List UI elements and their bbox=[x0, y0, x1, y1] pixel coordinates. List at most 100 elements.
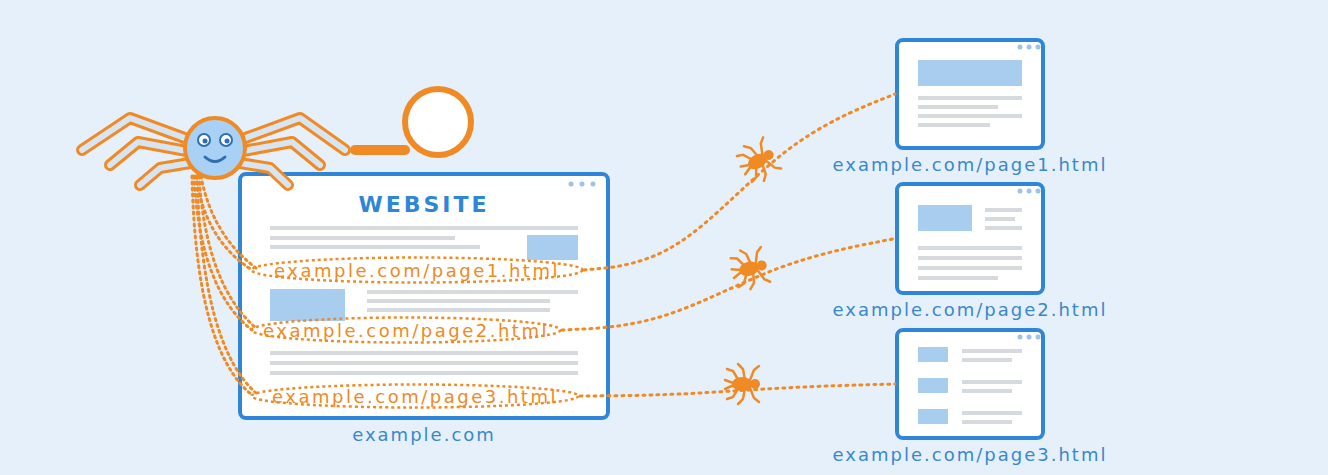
text-line bbox=[985, 217, 1015, 221]
window-dot bbox=[1018, 45, 1023, 50]
text-line bbox=[270, 371, 578, 375]
leg-fill bbox=[140, 162, 196, 185]
leader-line bbox=[194, 176, 252, 330]
text-line bbox=[270, 236, 455, 240]
ellipse-outline-shape bbox=[252, 258, 583, 283]
text-line bbox=[270, 351, 578, 355]
link-url: example.com/page2.html bbox=[263, 320, 549, 341]
text-line bbox=[270, 226, 578, 230]
window-dot bbox=[1018, 335, 1023, 340]
crawler-eye bbox=[198, 134, 210, 146]
leader-line bbox=[192, 176, 252, 395]
window-dot bbox=[569, 182, 574, 187]
page-url: example.com/page1.html bbox=[833, 154, 1108, 175]
leg-fill bbox=[82, 118, 190, 150]
leader-line bbox=[196, 176, 252, 270]
page3-illustration bbox=[895, 328, 1045, 440]
crawler-eye bbox=[220, 134, 232, 146]
page-url: example.com/page2.html bbox=[833, 299, 1108, 320]
crawler-pupil bbox=[225, 139, 230, 144]
text-line bbox=[918, 246, 1022, 250]
leg-outline bbox=[238, 142, 320, 165]
leg-fill bbox=[240, 118, 345, 150]
window-dot bbox=[1027, 45, 1032, 50]
page-window: example.com/page3.html bbox=[895, 328, 1045, 440]
text-line bbox=[962, 358, 1012, 362]
page-url: example.com/page3.html bbox=[833, 444, 1108, 465]
leader-line bbox=[201, 176, 256, 268]
leg-outline bbox=[140, 162, 196, 185]
website-heading: WEBSITE bbox=[242, 192, 606, 217]
leader-line bbox=[199, 176, 256, 328]
image-block bbox=[918, 378, 948, 393]
text-line bbox=[962, 380, 1022, 384]
image-block bbox=[918, 60, 1022, 86]
window-dot bbox=[1027, 335, 1032, 340]
link-ellipse: example.com/page1.html bbox=[250, 256, 584, 284]
crawler-robot bbox=[82, 89, 471, 185]
crawl-connector bbox=[580, 384, 895, 396]
leg-outline bbox=[234, 162, 288, 185]
image-block bbox=[918, 205, 972, 231]
text-line bbox=[962, 411, 1022, 415]
text-line bbox=[918, 276, 998, 280]
text-line bbox=[918, 266, 1022, 270]
page2-illustration bbox=[895, 182, 1045, 295]
window-dot bbox=[1027, 189, 1032, 194]
text-line bbox=[270, 245, 480, 249]
magnifier-handle bbox=[355, 145, 405, 155]
spider-icon bbox=[733, 135, 783, 187]
website-illustration bbox=[238, 172, 610, 420]
text-line bbox=[367, 290, 578, 294]
website-fill bbox=[238, 172, 610, 420]
window-dot bbox=[1036, 45, 1041, 50]
domain-label: example.com bbox=[352, 424, 496, 445]
text-line bbox=[962, 389, 1012, 393]
page1-illustration bbox=[895, 38, 1045, 150]
image-block bbox=[270, 289, 345, 321]
leader-line bbox=[197, 176, 256, 393]
ellipse-outline-shape bbox=[252, 318, 561, 343]
page-window: example.com/page2.html bbox=[895, 182, 1045, 295]
ellipse-outline-shape bbox=[252, 385, 579, 408]
text-line bbox=[918, 256, 1022, 260]
text-line bbox=[918, 123, 990, 127]
window-dot bbox=[1018, 189, 1023, 194]
crawl-connector bbox=[584, 94, 895, 270]
link-ellipse: example.com/page2.html bbox=[250, 316, 562, 344]
spider-icon bbox=[728, 245, 772, 293]
window-dot bbox=[1036, 189, 1041, 194]
crawl-connector bbox=[562, 239, 895, 331]
text-line bbox=[367, 308, 550, 312]
text-line bbox=[962, 420, 1012, 424]
link-url: example.com/page3.html bbox=[272, 386, 558, 407]
spider-icon bbox=[725, 364, 760, 404]
image-block bbox=[918, 347, 948, 362]
crawler-legs bbox=[82, 118, 345, 185]
text-line bbox=[918, 105, 998, 109]
text-line bbox=[985, 208, 1022, 212]
image-block bbox=[918, 409, 948, 424]
link-ellipse: example.com/page3.html bbox=[250, 383, 580, 409]
website-window: WEBSITEexample.comexample.com/page1.html… bbox=[238, 172, 610, 420]
magnifier-lens bbox=[405, 89, 471, 155]
leg-outline bbox=[240, 118, 345, 150]
window-dot bbox=[591, 182, 596, 187]
leg-fill bbox=[238, 142, 320, 165]
crawler-smile bbox=[205, 157, 225, 162]
text-line bbox=[985, 226, 1022, 230]
window-dot bbox=[1036, 335, 1041, 340]
text-line bbox=[367, 299, 550, 303]
text-line bbox=[918, 96, 1022, 100]
leg-fill bbox=[234, 162, 288, 185]
text-line bbox=[962, 349, 1022, 353]
text-line bbox=[270, 361, 578, 365]
leg-fill bbox=[110, 142, 192, 165]
crawler-leader-lines bbox=[192, 176, 256, 395]
text-line bbox=[918, 114, 1022, 118]
page-fill bbox=[895, 38, 1045, 150]
